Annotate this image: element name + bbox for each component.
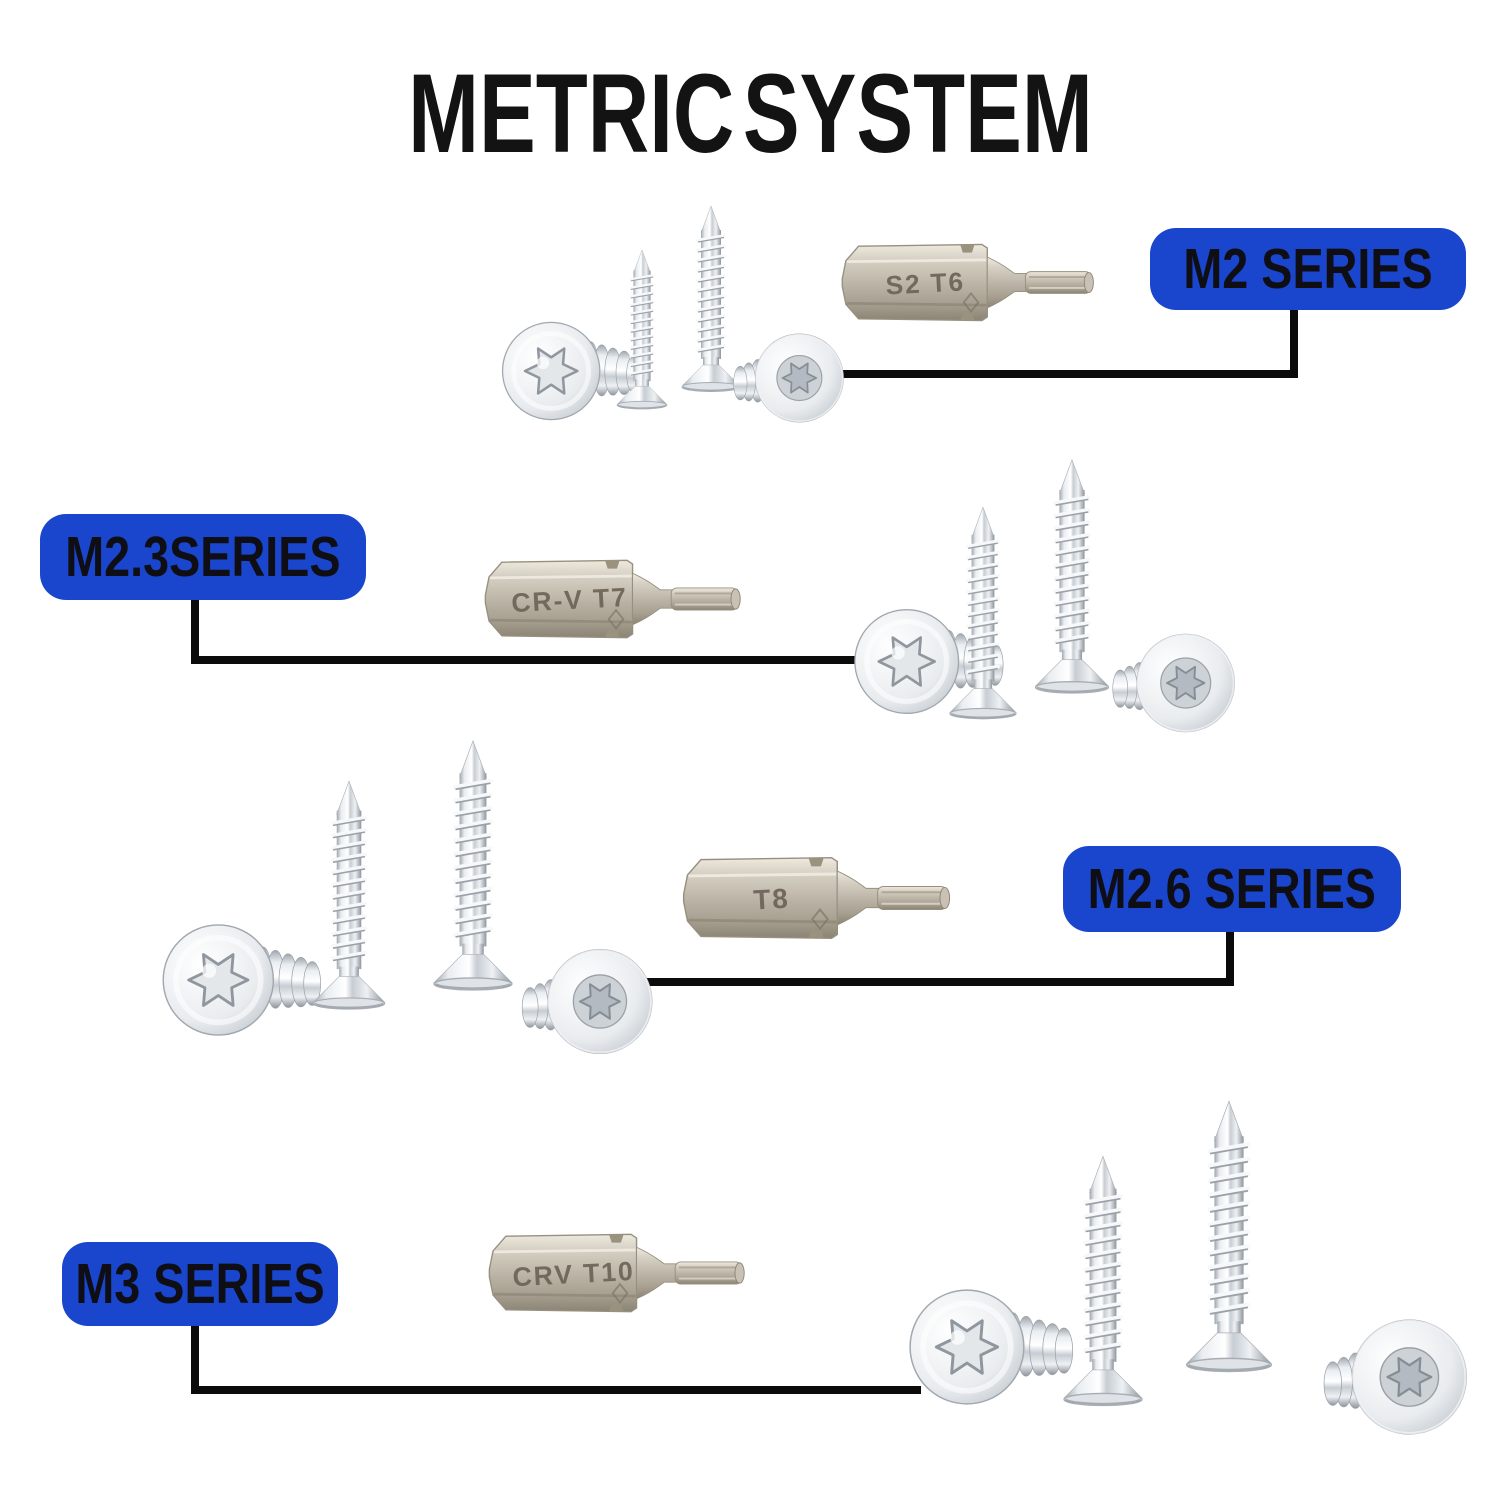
m2-6-lying-screw-torx-face — [158, 920, 328, 1040]
connector-line-m2-3-vertical — [191, 596, 199, 664]
page-title: METRIC SYSTEM — [407, 51, 1093, 176]
m3-torx-bit-t10: CRV T10 — [482, 1226, 758, 1320]
svg-text:CRV T10: CRV T10 — [512, 1256, 635, 1292]
connector-line-m3-horizontal — [191, 1386, 921, 1394]
connector-line-m2-6-horizontal — [602, 978, 1234, 986]
m2-3-torx-bit-t7: CR-V T7 — [478, 553, 754, 645]
svg-text:S2 T6: S2 T6 — [885, 266, 966, 300]
svg-text:CR-V T7: CR-V T7 — [511, 582, 629, 618]
connector-line-m2-3-horizontal — [191, 656, 863, 664]
m3-lying-screw-torx-face — [905, 1285, 1080, 1409]
series-label-m2: M2 SERIES — [1150, 228, 1466, 310]
connector-line-m2-vertical — [1290, 306, 1298, 378]
m2-6-torx-bit-t8: T8 — [676, 850, 964, 946]
m3-standing-screw-long — [1178, 1032, 1280, 1456]
m2-3-lying-screw-head-face — [1092, 630, 1242, 736]
connector-line-m2-horizontal — [808, 370, 1298, 378]
svg-text:T8: T8 — [753, 883, 791, 916]
series-label-m2-3: M2.3SERIES — [40, 514, 366, 600]
m2-6-lying-screw-head-face — [500, 945, 660, 1058]
m3-standing-screw-short — [1056, 1120, 1150, 1456]
series-label-m2-6: M2.6 SERIES — [1063, 846, 1401, 932]
m2-lying-screw-head-face — [715, 330, 850, 426]
m2-torx-bit-t6: S2 T6 — [835, 237, 1107, 328]
connector-line-m3-vertical — [191, 1322, 199, 1394]
series-label-m3: M3 SERIES — [62, 1242, 338, 1326]
m2-6-standing-screw-short — [306, 750, 392, 1053]
m3-lying-screw-head-face — [1300, 1315, 1475, 1439]
m2-standing-screw-short — [612, 248, 672, 420]
connector-line-m2-6-vertical — [1226, 926, 1234, 986]
m2-3-standing-screw-short — [943, 505, 1023, 733]
